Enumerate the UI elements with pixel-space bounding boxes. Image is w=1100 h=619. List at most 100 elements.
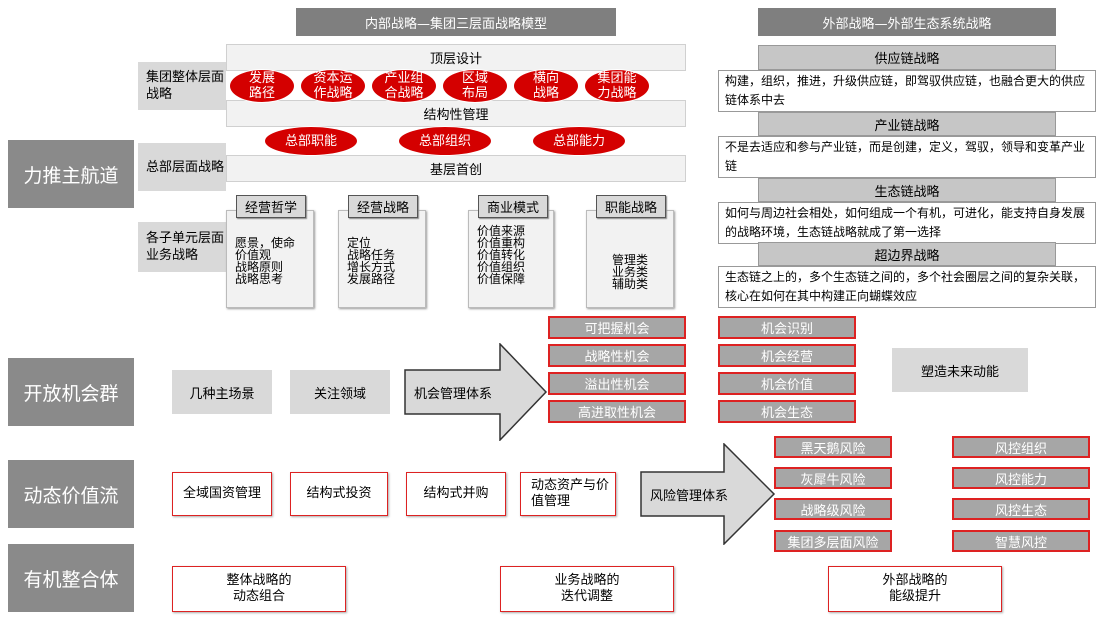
unit-strategy-title: 职能战略 bbox=[596, 195, 666, 218]
opportunity-type: 高进取性机会 bbox=[548, 400, 686, 423]
external-strategy-header: 外部战略—外部生态系统战略 bbox=[758, 8, 1056, 36]
sublabel-group: 集团整体层面战略 bbox=[138, 62, 226, 110]
text-line: 整体战略的 bbox=[226, 573, 292, 588]
text-line: 业务战略的 bbox=[554, 573, 620, 588]
unit-strategy-title: 商业模式 bbox=[478, 195, 548, 218]
risk-control: 风控组织 bbox=[952, 436, 1090, 458]
text-line: 动态资产与价 bbox=[531, 478, 610, 493]
value-flow-item: 全域国资管理 bbox=[172, 472, 272, 516]
text-line: 迭代调整 bbox=[560, 589, 613, 604]
text-line: 合战略 bbox=[384, 86, 424, 101]
value-flow-item: 结构式投资 bbox=[290, 472, 388, 516]
opportunity-stage: 机会经营 bbox=[718, 344, 856, 367]
internal-strategy-header: 内部战略—集团三层面战略模型 bbox=[296, 8, 616, 36]
hq-ellipse: 总部职能 bbox=[264, 126, 358, 156]
text-line: 价值来源 bbox=[477, 224, 526, 238]
opportunity-type: 可把握机会 bbox=[548, 316, 686, 339]
unit-strategy-title: 经营哲学 bbox=[236, 195, 306, 218]
text-line: 发展 bbox=[248, 71, 275, 86]
future-momentum-box: 塑造未来动能 bbox=[892, 348, 1028, 392]
text-line: 力战略 bbox=[597, 86, 637, 101]
text-line: 定位 bbox=[347, 236, 372, 250]
opportunity-system-label: 机会管理体系 bbox=[414, 386, 493, 402]
group-strategy-ellipse: 横向战略 bbox=[513, 69, 579, 103]
text-line: 价值组织 bbox=[477, 260, 526, 274]
risk-type: 黑天鹅风险 bbox=[774, 436, 892, 458]
unit-strategy-box: 定位战略任务增长方式发展路径 bbox=[338, 210, 426, 308]
row-label-opportunity: 开放机会群 bbox=[8, 358, 134, 426]
band-structural: 结构性管理 bbox=[226, 100, 686, 127]
text-line: 路径 bbox=[248, 86, 275, 101]
text-line: 动态组合 bbox=[232, 589, 285, 604]
text-line: 增长方式 bbox=[347, 260, 396, 274]
group-strategy-ellipse: 区域布局 bbox=[442, 69, 508, 103]
text-line: 发展路径 bbox=[347, 272, 396, 286]
text-line: 战略 bbox=[532, 86, 559, 101]
group-strategy-ellipse: 集团能力战略 bbox=[584, 69, 650, 103]
text-line: 区域 bbox=[461, 71, 488, 86]
band-grassroots: 基层首创 bbox=[226, 155, 686, 182]
band-top-design: 顶层设计 bbox=[226, 44, 686, 71]
external-strategy-title: 生态链战略 bbox=[758, 178, 1056, 202]
risk-type: 灰犀牛风险 bbox=[774, 467, 892, 489]
text-line: 集团能 bbox=[597, 71, 637, 86]
risk-system-label: 风险管理体系 bbox=[650, 488, 729, 504]
text-line: 战略任务 bbox=[347, 248, 396, 262]
external-strategy-text: 构建，组织，推进，升级供应链，即驾驭供应链，也融合更大的供应链体系中去 bbox=[718, 70, 1096, 112]
text-line: 辅助类 bbox=[611, 277, 648, 291]
text-line: 愿景，使命 bbox=[235, 236, 296, 250]
text-line: 价值重构 bbox=[477, 236, 526, 250]
opportunity-stage: 机会生态 bbox=[718, 400, 856, 423]
value-flow-item: 结构式并购 bbox=[406, 472, 506, 516]
text-line: 横向 bbox=[532, 71, 559, 86]
text-line: 价值保障 bbox=[477, 272, 526, 286]
text-line: 作战略 bbox=[313, 86, 353, 101]
text-line: 管理类 bbox=[611, 253, 648, 267]
unit-strategy-title: 经营战略 bbox=[348, 195, 418, 218]
text-line: 结构式投资 bbox=[306, 486, 372, 501]
risk-arrow-icon bbox=[640, 443, 776, 545]
group-strategy-ellipse: 资本运作战略 bbox=[300, 69, 366, 103]
opportunity-type: 溢出性机会 bbox=[548, 372, 686, 395]
text-line: 全域国资管理 bbox=[182, 486, 261, 501]
hq-ellipse: 总部组织 bbox=[398, 126, 492, 156]
text-line: 业务类 bbox=[611, 265, 648, 279]
main-scenarios-box: 几种主场景 bbox=[172, 370, 272, 414]
text-line: 价值转化 bbox=[477, 248, 526, 262]
text-line: 结构式并购 bbox=[423, 486, 489, 501]
text-line: 能级提升 bbox=[888, 589, 941, 604]
external-strategy-title: 产业链战略 bbox=[758, 112, 1056, 136]
row-label-main-channel: 力推主航道 bbox=[8, 140, 134, 208]
opportunity-type: 战略性机会 bbox=[548, 344, 686, 367]
external-strategy-text: 如何与周边社会相处，如何组成一个有机，可进化，能支持自身发展的战略环境，生态链战… bbox=[718, 202, 1096, 244]
risk-type: 集团多层面风险 bbox=[774, 530, 892, 552]
value-flow-item: 动态资产与价值管理 bbox=[520, 472, 616, 516]
hq-ellipse: 总部能力 bbox=[532, 126, 626, 156]
risk-control: 智慧风控 bbox=[952, 530, 1090, 552]
external-strategy-text: 生态链之上的，多个生态链之间的，多个社会圈层之间的复杂关联，核心在如何在其中构建… bbox=[718, 266, 1096, 308]
text-line: 布局 bbox=[461, 86, 488, 101]
sublabel-units: 各子单元层面业务战略 bbox=[138, 222, 226, 272]
text-line: 产业组 bbox=[384, 71, 424, 86]
external-strategy-title: 超边界战略 bbox=[758, 242, 1056, 266]
integration-item: 外部战略的能级提升 bbox=[828, 566, 1002, 612]
external-strategy-text: 不是去适应和参与产业链，而是创建，定义，驾驭，领导和变革产业链 bbox=[718, 136, 1096, 178]
integration-item: 整体战略的动态组合 bbox=[172, 566, 346, 612]
sublabel-hq: 总部层面战略 bbox=[138, 143, 226, 191]
group-strategy-ellipse: 产业组合战略 bbox=[371, 69, 437, 103]
risk-control: 风控能力 bbox=[952, 467, 1090, 489]
focus-area-box: 关注领域 bbox=[290, 370, 390, 414]
opportunity-arrow-icon bbox=[404, 343, 548, 441]
text-line: 外部战略的 bbox=[882, 573, 948, 588]
opportunity-stage: 机会价值 bbox=[718, 372, 856, 395]
external-strategy-title: 供应链战略 bbox=[758, 45, 1056, 70]
text-line: 战略思考 bbox=[235, 272, 284, 286]
unit-strategy-box: 愿景，使命价值观战略原则战略思考 bbox=[226, 210, 314, 308]
text-line: 战略原则 bbox=[235, 260, 284, 274]
row-label-value-flow: 动态价值流 bbox=[8, 460, 134, 528]
row-label-integration: 有机整合体 bbox=[8, 544, 134, 612]
text-line: 资本运 bbox=[313, 71, 353, 86]
unit-strategy-box: 管理类业务类辅助类 bbox=[586, 210, 674, 308]
group-strategy-ellipse: 发展路径 bbox=[229, 69, 295, 103]
risk-type: 战略级风险 bbox=[774, 498, 892, 520]
